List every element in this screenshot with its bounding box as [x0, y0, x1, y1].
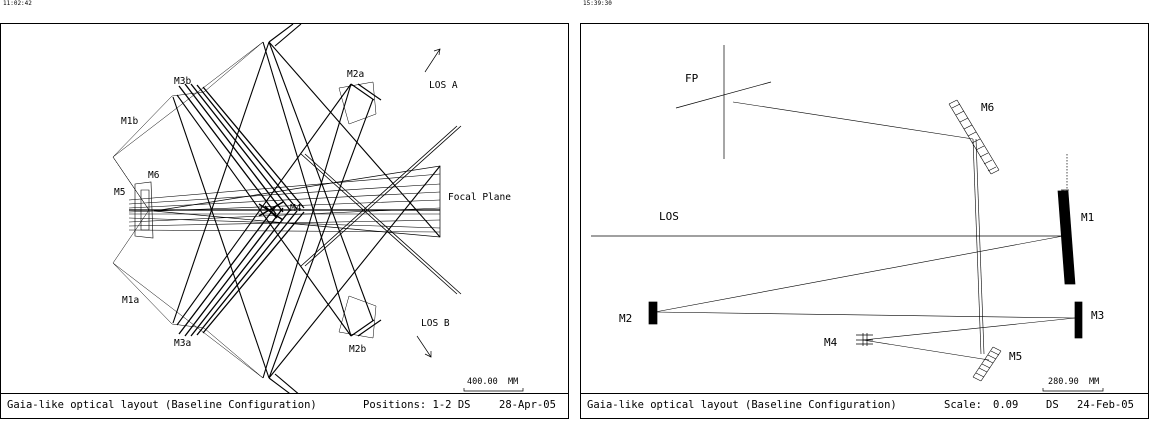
m5-mirror	[140, 189, 150, 231]
right-optical-diagram	[591, 45, 1104, 392]
label-focal-plane: Focal Plane	[448, 192, 511, 203]
fp-tilted-line	[675, 81, 772, 109]
label-m5: M5	[114, 187, 126, 198]
label-m3: M3	[1091, 309, 1105, 322]
label-m1: M1	[1081, 211, 1095, 224]
left-footer: Gaia-like optical layout (Baseline Confi…	[1, 393, 568, 418]
upper-mirror-outline	[112, 41, 264, 158]
m3b-ray-bundle	[178, 83, 305, 215]
label-m5-right: M5	[1009, 350, 1023, 363]
right-timestamp: 15:39:30	[583, 0, 612, 7]
right-footer-date: 24-Feb-05	[1077, 399, 1134, 411]
label-m2b: M2b	[349, 344, 367, 355]
label-m6: M6	[148, 170, 160, 181]
label-m2: M2	[619, 312, 633, 325]
right-footer-scale-units: DS	[1046, 399, 1059, 411]
focal-plane-outline	[153, 165, 441, 238]
lower-los-rays	[172, 41, 441, 394]
lower-mirror-outline	[112, 262, 264, 379]
los-a-arrow	[424, 48, 441, 73]
label-m1b: M1b	[121, 116, 139, 127]
right-footer: Gaia-like optical layout (Baseline Confi…	[581, 393, 1148, 418]
central-ray-bundle	[128, 173, 441, 233]
label-m2a: M2a	[347, 69, 365, 80]
m5-mirror	[972, 346, 1002, 382]
right-scale-bar	[1042, 388, 1104, 392]
left-timestamp: 11:02:42	[3, 0, 32, 7]
right-footer-title: Gaia-like optical layout (Baseline Confi…	[587, 399, 897, 411]
right-footer-scale-label: Scale:	[944, 399, 982, 411]
left-footer-title: Gaia-like optical layout (Baseline Confi…	[7, 399, 317, 411]
right-diagram-panel: FP M6 LOS M1 M2 M3 M4 M5 280.90 MM Gaia-…	[580, 23, 1149, 419]
left-optical-diagram	[112, 24, 524, 394]
label-m3a: M3a	[174, 338, 192, 349]
left-scale-label: 400.00 MM	[467, 377, 519, 387]
right-footer-scale-number: 0.09	[993, 399, 1019, 411]
m2a-mirror	[338, 81, 377, 125]
m2b-mirror	[338, 295, 377, 339]
right-scale-label: 280.90 MM	[1048, 377, 1100, 387]
label-los: LOS	[659, 210, 679, 223]
los-b-arrow	[416, 335, 432, 358]
label-m6-right: M6	[981, 101, 995, 114]
label-m3b: M3b	[174, 76, 192, 87]
m2-mirror	[648, 301, 658, 325]
m3a-ray-bundle	[178, 205, 305, 337]
m6-mirror	[948, 99, 1000, 175]
m4-mirror-cluster	[258, 201, 284, 221]
m6-mirror	[134, 181, 154, 239]
left-diagram-panel: M1b M3b M2a LOS A M6 M5 Focal Plane M4 M…	[0, 23, 569, 419]
left-scale-bar	[463, 388, 524, 392]
left-footer-info: Positions: 1-2 DS	[363, 399, 471, 411]
upper-los-rays	[172, 24, 441, 379]
left-footer-date: 28-Apr-05	[499, 399, 556, 411]
label-los-b: LOS B	[421, 318, 450, 329]
label-los-a: LOS A	[429, 80, 458, 91]
label-fp: FP	[685, 72, 699, 85]
label-m4-right: M4	[824, 336, 838, 349]
m1-mirror	[1057, 190, 1076, 285]
m3-mirror	[1074, 301, 1083, 339]
label-m1a: M1a	[122, 295, 140, 306]
label-m4: M4	[290, 203, 302, 214]
